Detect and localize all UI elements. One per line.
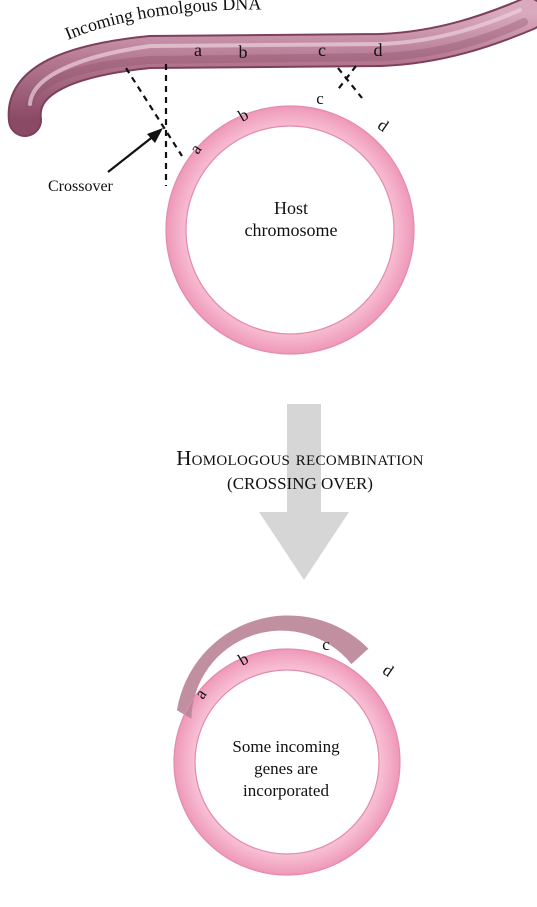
result-label-line-1: Some incoming [206,736,366,758]
host-label-line-1: Host [236,197,346,219]
result-label: Some incoming genes are incorporated [206,736,366,802]
crossover-arrow [108,128,163,172]
incoming-gene-a: a [194,40,202,60]
result-label-line-3: incorporated [206,780,366,802]
host-label-line-2: chromosome [236,219,346,241]
process-title: Homologous recombination [120,446,480,471]
result-label-line-2: genes are [206,758,366,780]
incoming-gene-c: c [318,40,326,60]
host-chromosome-label: Host chromosome [236,197,346,241]
result-gene-c: c [322,635,330,654]
crossover-label: Crossover [48,178,148,196]
process-subtitle: (CROSSING OVER) [190,474,410,494]
incoming-gene-d: d [374,40,383,60]
host-gene-c: c [316,89,324,108]
host-gene-d: d [374,115,392,136]
incoming-gene-b: b [239,42,248,62]
result-gene-d: d [379,660,397,681]
